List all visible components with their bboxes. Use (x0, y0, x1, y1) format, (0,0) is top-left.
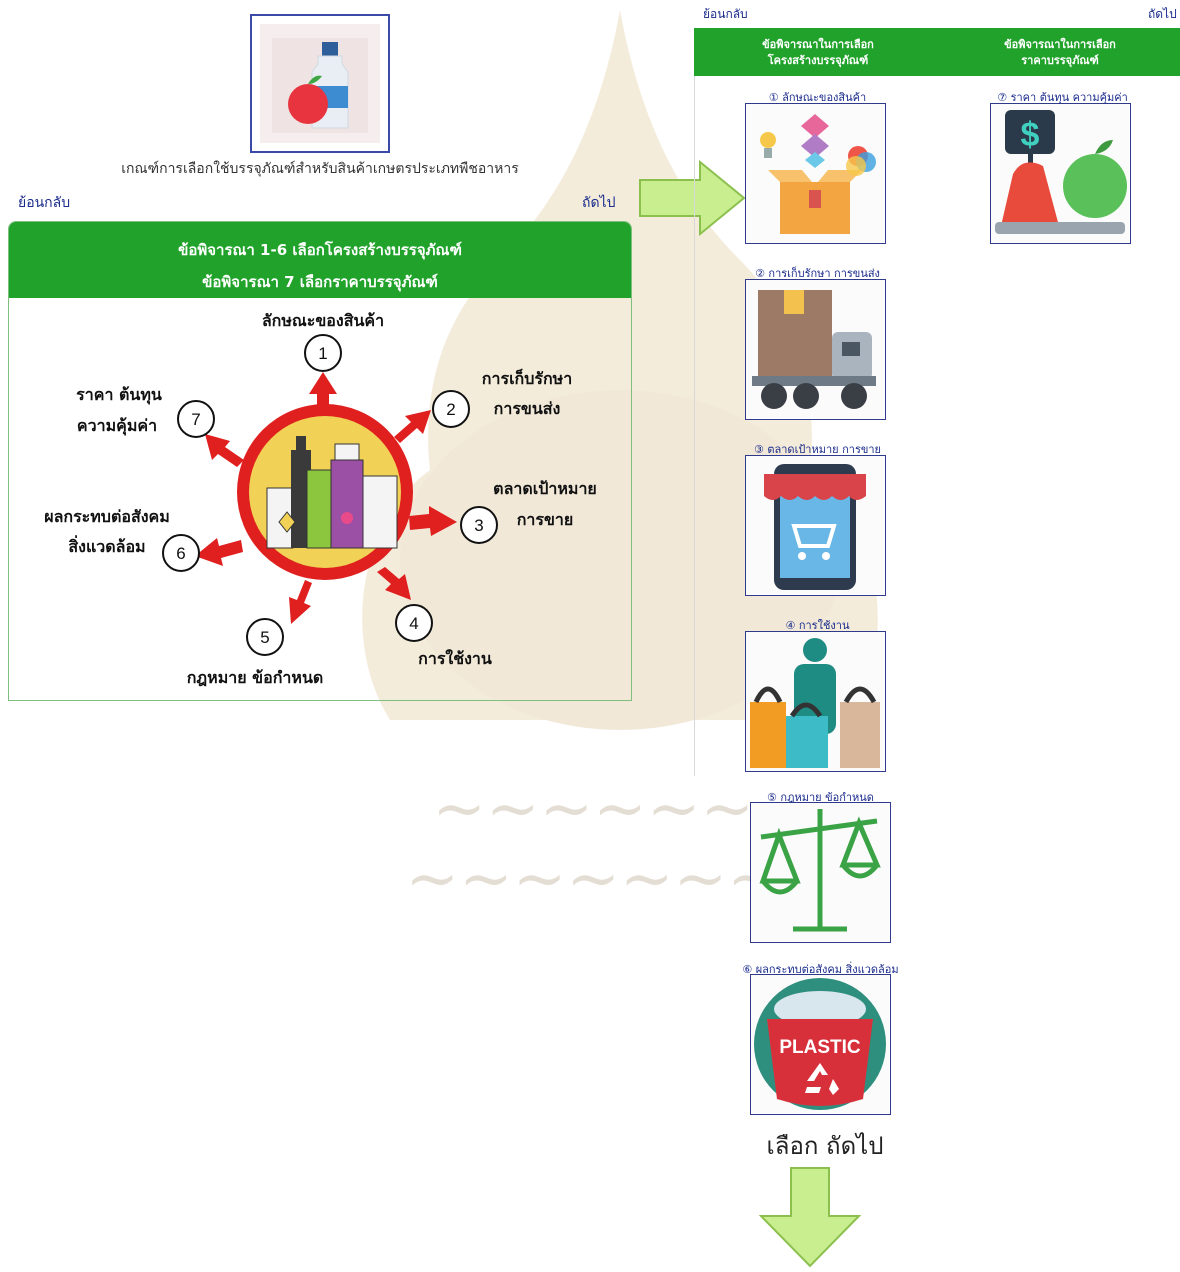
spoke-label-7b: ความคุ้มค่า (77, 416, 157, 436)
spoke-label-7a: ราคา ต้นทุน (76, 385, 162, 405)
item-label-6[interactable]: ⑥ ผลกระทบต่อสังคม สิ่งแวดล้อม (742, 963, 899, 976)
scales-icon (751, 803, 889, 941)
spoke-number-2: 2 (446, 400, 455, 419)
spoke-label-6a: ผลกระทบต่อสังคม (44, 507, 170, 526)
right-panel-divider (694, 76, 695, 776)
structure-header-line2: โครงสร้างบรรจุภัณฑ์ (767, 54, 869, 67)
svg-text:$: $ (1021, 116, 1040, 154)
item-label-7[interactable]: ⑦ ราคา ต้นทุน ความคุ้มค่า (997, 91, 1128, 104)
spoke-number-4: 4 (409, 614, 418, 633)
select-next-label[interactable]: เลือก ถัดไป (766, 1132, 884, 1160)
price-column-header: ข้อพิจารณาในการเลือก ราคาบรรจุภัณฑ์ (940, 37, 1180, 69)
item-card-5[interactable] (750, 802, 891, 943)
product-circle (237, 404, 413, 580)
item-label-5[interactable]: ⑤ กฎหมาย ข้อกำหนด (767, 791, 874, 804)
item-card-3[interactable] (745, 455, 886, 596)
spoke-number-7: 7 (191, 410, 200, 429)
down-arrow-icon (759, 1167, 861, 1268)
criteria-card-header: ข้อพิจารณา 1-6 เลือกโครงสร้างบรรจุภัณฑ์ … (9, 222, 631, 298)
delivery-truck-icon (746, 280, 884, 418)
item-label-3[interactable]: ③ ตลาดเป้าหมาย การขาย (754, 443, 881, 456)
product-box-icon (746, 104, 884, 242)
structure-header-line1: ข้อพิจารณาในการเลือก (762, 38, 874, 51)
item-label-2[interactable]: ② การเก็บรักษา การขนส่ง (755, 267, 880, 280)
item-card-7[interactable]: $ (990, 103, 1131, 244)
criteria-caption: เกณฑ์การเลือกใช้บรรจุภัณฑ์สำหรับสินค้าเก… (121, 161, 519, 177)
next-link-right[interactable]: ถัดไป (1148, 7, 1177, 21)
item-label-1[interactable]: ① ลักษณะของสินค้า (768, 91, 867, 104)
item-card-4[interactable] (745, 631, 886, 772)
criteria-diagram: 1 2 3 4 5 6 7 ลักษณะของสินค้า การเก็บรัก… (44, 311, 597, 687)
item-card-2[interactable] (745, 279, 886, 420)
spoke-number-3: 3 (474, 516, 483, 535)
spoke-label-3a: ตลาดเป้าหมาย (493, 479, 597, 498)
spoke-label-5: กฎหมาย ข้อกำหนด (187, 668, 324, 687)
right-arrow-icon (639, 160, 746, 236)
spoke-number-6: 6 (176, 544, 185, 563)
right-panel-header: ข้อพิจารณาในการเลือก โครงสร้างบรรจุภัณฑ์… (694, 28, 1180, 76)
plastic-label: PLASTIC (779, 1037, 861, 1058)
product-thumbnail (250, 14, 390, 153)
spoke-label-6b: สิ่งแวดล้อม (68, 535, 145, 556)
recycle-icon (805, 1063, 839, 1095)
price-tag-icon: $ (991, 104, 1129, 242)
criteria-header-line1: ข้อพิจารณา 1-6 เลือกโครงสร้างบรรจุภัณฑ์ (178, 241, 462, 259)
spoke-number-1: 1 (318, 344, 327, 363)
next-link-left[interactable]: ถัดไป (582, 195, 616, 211)
shop-cart-icon (746, 456, 884, 594)
item-card-6[interactable]: PLASTIC (750, 974, 891, 1115)
spoke-label-2b: การขนส่ง (494, 399, 561, 418)
price-header-line1: ข้อพิจารณาในการเลือก (1004, 38, 1116, 51)
spoke-label-2a: การเก็บรักษา (482, 367, 572, 388)
item-label-4[interactable]: ④ การใช้งาน (785, 619, 850, 632)
structure-column-header: ข้อพิจารณาในการเลือก โครงสร้างบรรจุภัณฑ์ (698, 37, 938, 69)
back-link-left[interactable]: ย้อนกลับ (18, 195, 71, 211)
criteria-header-line2: ข้อพิจารณา 7 เลือกราคาบรรจุภัณฑ์ (202, 273, 438, 291)
spoke-label-4: การใช้งาน (418, 649, 492, 668)
spoke-label-1: ลักษณะของสินค้า (262, 311, 384, 330)
price-header-line2: ราคาบรรจุภัณฑ์ (1021, 54, 1099, 67)
criteria-card: ข้อพิจารณา 1-6 เลือกโครงสร้างบรรจุภัณฑ์ … (8, 221, 632, 701)
back-link-right[interactable]: ย้อนกลับ (703, 7, 748, 21)
spoke-arrows (195, 372, 457, 624)
spoke-label-3b: การขาย (517, 510, 574, 529)
plastic-recycle-icon: PLASTIC (751, 975, 889, 1113)
item-card-1[interactable] (745, 103, 886, 244)
shopper-bags-icon (746, 632, 884, 770)
spoke-number-circles (162, 334, 498, 656)
spoke-number-5: 5 (260, 628, 269, 647)
food-bottle-icon (260, 24, 380, 143)
